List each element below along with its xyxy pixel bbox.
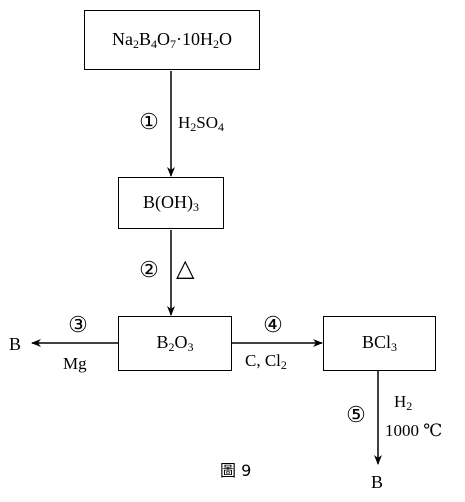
figure-caption: 圖 9 <box>220 461 252 480</box>
boron-product-left: B <box>9 334 22 354</box>
borax-formula: Na2B4O7·10H2O <box>111 28 232 51</box>
boron-oxide-formula: B2O3 <box>156 332 194 354</box>
borax-box: Na2B4O7·10H2O <box>84 10 260 70</box>
step5-number: ⑤ <box>346 402 366 427</box>
step2-number: ② <box>139 257 159 282</box>
step2-heat-symbol: △ <box>176 256 195 282</box>
boron-oxide-box: B2O3 <box>118 316 232 371</box>
boric-acid-box: B(OH)3 <box>118 177 224 229</box>
step3-reagent: Mg <box>63 354 87 373</box>
step4-reagent: C, Cl2 <box>245 351 287 372</box>
boron-trichloride-formula: BCl3 <box>361 332 397 354</box>
step5-condition: 1000 ℃ <box>385 421 443 440</box>
step4-number: ④ <box>263 312 283 337</box>
step1-number: ① <box>139 109 159 134</box>
boric-acid-formula: B(OH)3 <box>143 191 199 214</box>
boron-trichloride-box: BCl3 <box>323 316 436 371</box>
step5-reagent: H2 <box>394 392 413 413</box>
step3-number: ③ <box>68 312 88 337</box>
boron-product-bottom: B <box>371 472 384 492</box>
step1-reagent: H2SO4 <box>178 113 225 134</box>
